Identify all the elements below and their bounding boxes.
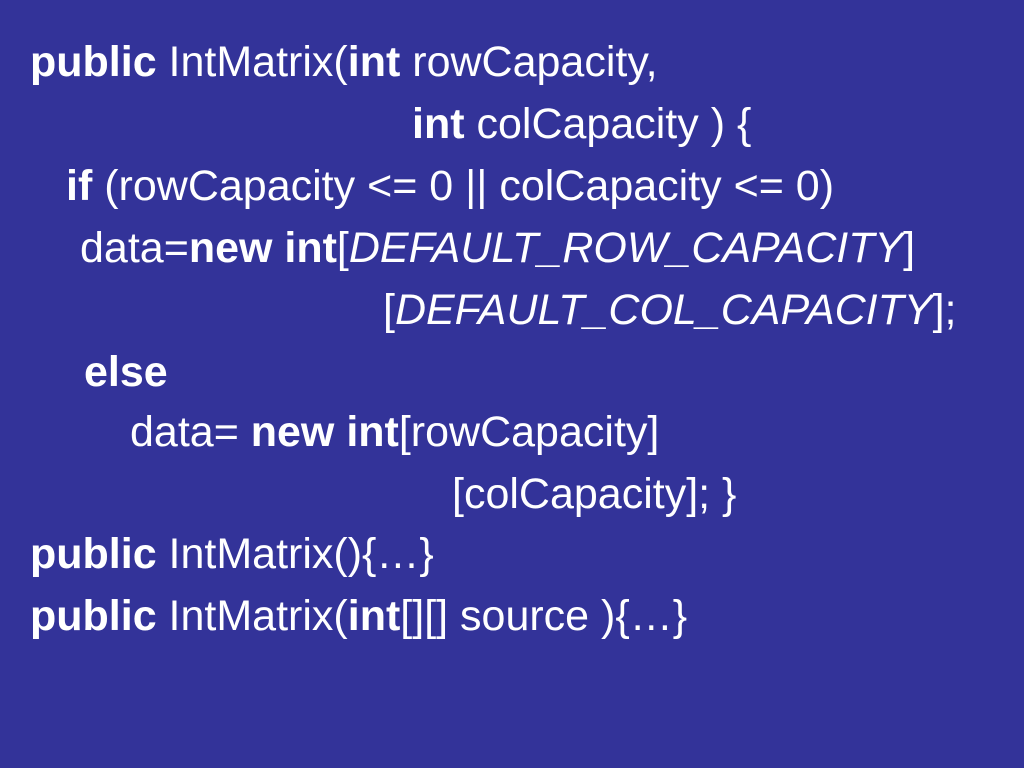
code-constant: DEFAULT_ROW_CAPACITY xyxy=(348,224,904,272)
code-text: colCapacity ) { xyxy=(464,100,752,148)
code-keyword: new int xyxy=(250,408,399,456)
code-line-8: [colCapacity]; } xyxy=(452,466,736,522)
code-text: [colCapacity]; } xyxy=(452,470,737,518)
code-text: [ xyxy=(383,286,395,334)
code-keyword: int xyxy=(347,592,401,640)
code-line-9: public IntMatrix(){…} xyxy=(30,526,434,582)
code-text: ]; xyxy=(932,286,957,334)
code-line-2: int colCapacity ) { xyxy=(412,96,751,152)
code-line-1: public IntMatrix(int rowCapacity, xyxy=(30,34,658,90)
code-keyword: int xyxy=(347,38,401,86)
code-line-6: else xyxy=(84,344,168,400)
code-text: data= xyxy=(80,224,189,272)
code-text: data= xyxy=(130,408,251,456)
code-line-10: public IntMatrix(int[][] source ){…} xyxy=(30,588,687,644)
code-keyword: public xyxy=(30,530,157,578)
code-line-4: data=new int[DEFAULT_ROW_CAPACITY] xyxy=(80,220,915,276)
code-keyword: public xyxy=(30,592,157,640)
code-constant: DEFAULT_COL_CAPACITY xyxy=(394,286,933,334)
code-text: [][] source ){…} xyxy=(400,592,688,640)
code-line-3: if (rowCapacity <= 0 || colCapacity <= 0… xyxy=(66,158,834,214)
code-keyword: public xyxy=(30,38,157,86)
code-line-7: data= new int[rowCapacity] xyxy=(130,404,659,460)
code-text: [rowCapacity] xyxy=(398,408,660,456)
code-keyword: if xyxy=(66,162,93,210)
code-text: ] xyxy=(903,224,916,272)
code-keyword: new int xyxy=(188,224,337,272)
code-text: IntMatrix( xyxy=(156,592,348,640)
code-text: (rowCapacity <= 0 || colCapacity <= 0) xyxy=(92,162,835,210)
code-text: IntMatrix( xyxy=(156,38,348,86)
code-text: IntMatrix(){…} xyxy=(156,530,434,578)
code-text: [ xyxy=(336,224,349,272)
code-keyword: else xyxy=(84,348,168,396)
code-text: rowCapacity, xyxy=(400,38,658,86)
code-keyword: int xyxy=(412,100,465,148)
code-line-5: [DEFAULT_COL_CAPACITY]; xyxy=(383,282,957,338)
